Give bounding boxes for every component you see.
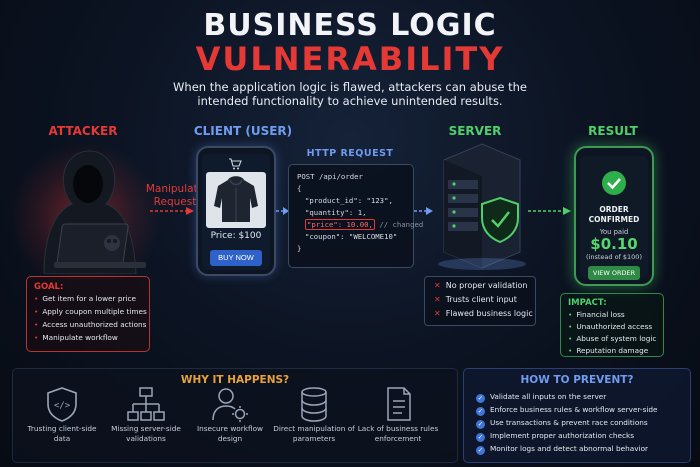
impact-item: •Financial loss	[568, 310, 625, 319]
prevent-item: ✓Monitor logs and detect abnormal behavi…	[476, 444, 649, 455]
impact-title: IMPACT:	[568, 298, 607, 308]
manipulate-arrow-icon	[150, 207, 194, 215]
code-quantity-line: "quantity": 1,	[305, 208, 367, 217]
prevent-item: ✓Enforce business rules & workflow serve…	[476, 405, 658, 416]
success-check-icon	[602, 171, 626, 195]
prevent-item: ✓Validate all inputs on the server	[476, 392, 607, 403]
check-icon: ✓	[476, 433, 485, 442]
impact-item: •Abuse of system logic	[568, 334, 657, 343]
result-heading: RESULT	[588, 124, 638, 138]
server-issues-box	[424, 276, 536, 326]
you-paid-text: You paid	[599, 228, 629, 236]
goal-item: •Apply coupon multiple times	[34, 307, 147, 316]
code-price-comment: // changed	[379, 220, 424, 229]
prevent-item: ✓Implement proper authorization checks	[476, 431, 635, 442]
goal-item: •Get item for a lower price	[34, 294, 137, 303]
server-issue-2: ✕Trusts client input	[434, 295, 517, 304]
impact-box	[560, 293, 664, 357]
how-to-prevent-panel	[463, 368, 691, 463]
code-open-brace: {	[297, 184, 302, 193]
why-item-4: Direct manipulation of parameters	[273, 424, 355, 443]
check-icon: ✓	[476, 394, 485, 403]
code-price-line: "price": 10.00,	[305, 219, 375, 230]
document-list-icon	[387, 387, 411, 421]
paid-amount: $0.10	[590, 235, 638, 253]
check-icon: ✓	[476, 420, 485, 429]
why-item-1: Trusting client-side data	[27, 424, 97, 443]
check-icon: ✓	[476, 446, 485, 455]
why-item-5: Lack of business rules enforcement	[357, 424, 439, 443]
check-icon: ✓	[476, 407, 485, 416]
goal-title: GOAL:	[34, 282, 64, 292]
prevent-title: HOW TO PREVENT?	[520, 374, 634, 386]
manipulate-request-label: Manipulate Request	[145, 183, 205, 208]
view-order-button[interactable]: VIEW ORDER	[588, 266, 640, 280]
hooded-hacker-icon	[43, 150, 146, 274]
flowchart-icon	[127, 387, 165, 421]
instead-of-text: (instead of $100)	[586, 253, 642, 261]
client-price: Price: $100	[210, 231, 262, 241]
client-arrow-icon	[276, 207, 289, 215]
goal-item: •Access unauthorized actions	[34, 320, 147, 329]
title-line-2: VULNERABILITY	[195, 40, 505, 78]
order-confirmed-text: ORDER CONFIRMED	[588, 205, 640, 224]
code-product-line: "product_id": "123",	[305, 196, 393, 205]
buy-now-button[interactable]: BUY NOW	[210, 250, 262, 266]
shield-code-icon: </>	[47, 387, 77, 422]
client-heading: CLIENT (USER)	[193, 124, 293, 138]
request-arrow-icon	[414, 207, 433, 215]
code-price-row: "price": 10.00, // changed	[297, 219, 423, 231]
svg-text:</>: </>	[54, 401, 71, 411]
impact-item: •Reputation damage	[568, 346, 649, 355]
why-title: WHY IT HAPPENS?	[180, 374, 290, 386]
http-request-code: POST /api/order { "product_id": "123", "…	[288, 164, 423, 268]
code-method-line: POST /api/order	[297, 172, 363, 181]
subtitle: When the application logic is flawed, at…	[173, 80, 527, 108]
server-issue-3: ✕Flawed business logic	[434, 309, 533, 318]
goal-item: •Manipulate workflow	[34, 333, 118, 342]
code-coupon-line: "coupon": "WELCOME10"	[305, 232, 398, 241]
title-line-1: BUSINESS LOGIC	[203, 8, 497, 43]
why-item-3: Insecure workflow design	[196, 424, 264, 443]
server-heading: SERVER	[448, 124, 502, 138]
hoodie-product-icon	[206, 172, 266, 228]
response-arrow-icon	[528, 207, 571, 215]
impact-item: •Unauthorized access	[568, 322, 653, 331]
server-issue-1: ✕No proper validation	[434, 281, 528, 290]
attacker-heading: ATTACKER	[48, 124, 118, 138]
user-gear-icon	[212, 388, 248, 422]
cart-icon	[229, 158, 242, 170]
http-request-label: HTTP REQUEST	[306, 148, 394, 159]
server-shield-icon	[438, 143, 526, 270]
code-close-brace: }	[297, 244, 302, 253]
why-item-2: Missing server-side validations	[111, 424, 181, 443]
prevent-item: ✓Use transactions & prevent race conditi…	[476, 418, 648, 429]
database-icon	[301, 387, 327, 422]
goal-box	[26, 276, 150, 352]
